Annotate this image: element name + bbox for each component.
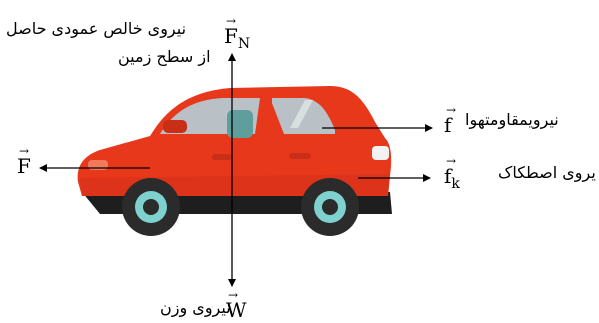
rear-wheel <box>122 178 180 236</box>
door-handle-front <box>289 153 311 159</box>
side-mirror <box>163 120 187 133</box>
friction-text: یروی اصطکاک <box>498 163 596 182</box>
headlight <box>372 146 389 160</box>
normal-force-text: نیروی خالص عمودی حاصل <box>6 19 187 38</box>
normal-force-symbol: → F N <box>224 14 251 52</box>
normal-force-text-line2: از سطح زمین <box>118 47 211 66</box>
vector-arrow-icon: → <box>19 144 30 158</box>
vector-arrow-icon: → <box>226 14 237 28</box>
front-wheel <box>301 178 359 236</box>
weight-text: نیروی وزن <box>160 298 231 317</box>
headrest <box>227 110 253 138</box>
friction-symbol: → f k <box>444 154 460 192</box>
air-resistance-text: نیرویمقاومتهوا <box>465 110 559 129</box>
vector-arrow-icon: → <box>446 154 457 168</box>
window-pillar <box>260 98 272 136</box>
air-resistance-symbol: → f <box>444 103 457 137</box>
vector-arrow-icon: → <box>228 288 239 302</box>
applied-force-symbol: → F <box>17 144 31 178</box>
door-handle-rear <box>212 154 232 160</box>
window-glare <box>290 100 313 128</box>
weight-symbol: → W <box>226 288 247 322</box>
vector-arrow-icon: → <box>446 103 457 117</box>
